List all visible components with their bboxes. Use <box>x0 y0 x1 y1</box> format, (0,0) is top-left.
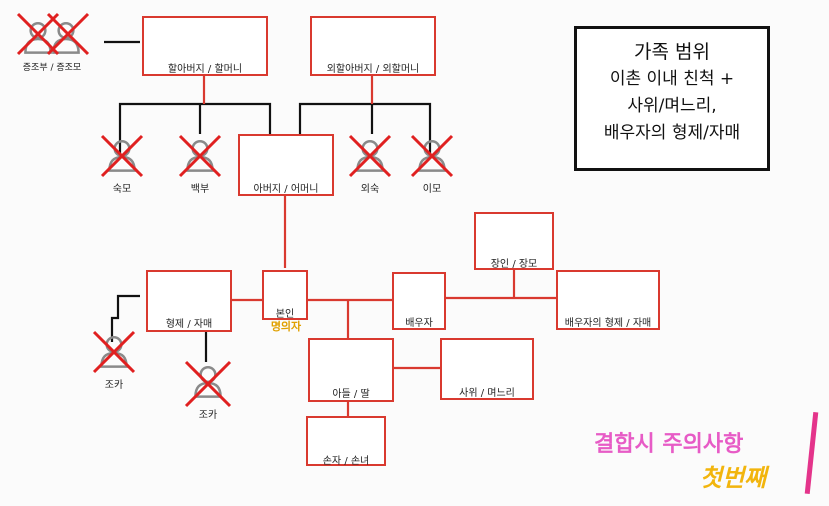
parents-in-law-box <box>474 212 554 270</box>
grandparents-maternal-box <box>310 16 436 76</box>
self-label: 본인 <box>275 309 295 320</box>
nephew-1-label: 조카 <box>104 380 124 391</box>
grandparents-paternal-box <box>142 16 268 76</box>
name-holder-label: 명의자 <box>270 320 302 333</box>
children-in-law-label: 사위 / 며느리 <box>459 388 515 399</box>
uncle-paternal-wife-label: 숙모 <box>112 184 132 195</box>
legend-line-3: 배우자의 형제/자매 <box>603 123 741 143</box>
uncle-paternal-label: 백부 <box>190 184 210 195</box>
legend-line-1: 이촌 이내 친척 + <box>609 69 735 89</box>
self-box <box>262 270 308 320</box>
children-in-law-box <box>440 338 534 400</box>
legend-line-2: 사위/며느리, <box>627 96 717 116</box>
uncle-paternal-cross-icon <box>178 134 222 178</box>
great-grandfather-cross-icon <box>16 12 60 56</box>
great-grandparents-label: 증조부 / 증조모 <box>22 63 82 73</box>
great-grandmother-cross-icon <box>46 12 90 56</box>
uncle-paternal-wife-cross-icon <box>100 134 144 178</box>
grandparents-paternal-label: 할아버지 / 할머니 <box>167 64 243 75</box>
spouse-siblings-label: 배우자의 형제 / 자매 <box>564 318 652 329</box>
great-grandfather-person-icon <box>24 21 52 54</box>
aunt-maternal-cross-icon <box>410 134 454 178</box>
spouse-box <box>392 272 446 330</box>
parents-box <box>238 134 334 196</box>
parents-label: 아버지 / 어머니 <box>253 184 319 195</box>
uncle-maternal-label: 외숙 <box>360 184 380 195</box>
family-scope-legend: 가족 범위 이촌 이내 친척 + 사위/며느리, 배우자의 형제/자매 <box>574 26 770 171</box>
grandchildren-box <box>306 416 386 466</box>
spouse-label: 배우자 <box>405 318 433 329</box>
uncle-maternal-cross-icon <box>348 134 392 178</box>
aunt-maternal-label: 이모 <box>422 184 442 195</box>
grandparents-maternal-label: 외할아버지 / 외할머니 <box>326 64 420 75</box>
children-label: 아들 / 딸 <box>332 389 370 400</box>
nephew-2-label: 조카 <box>198 410 218 421</box>
grandchildren-label: 손자 / 손녀 <box>322 456 370 467</box>
nephew-1-cross-icon <box>92 330 136 374</box>
nephew-2-cross-icon <box>184 360 232 408</box>
caution-banner-line-1: 결합시 주의사항 <box>594 432 744 457</box>
legend-title: 가족 범위 <box>634 41 710 63</box>
children-box <box>308 338 394 402</box>
siblings-box <box>146 270 232 332</box>
caution-banner-line-2: 첫번째 <box>700 464 767 492</box>
siblings-label: 형제 / 자매 <box>165 319 213 330</box>
spouse-siblings-box <box>556 270 660 330</box>
parents-in-law-label: 장인 / 장모 <box>490 259 538 270</box>
